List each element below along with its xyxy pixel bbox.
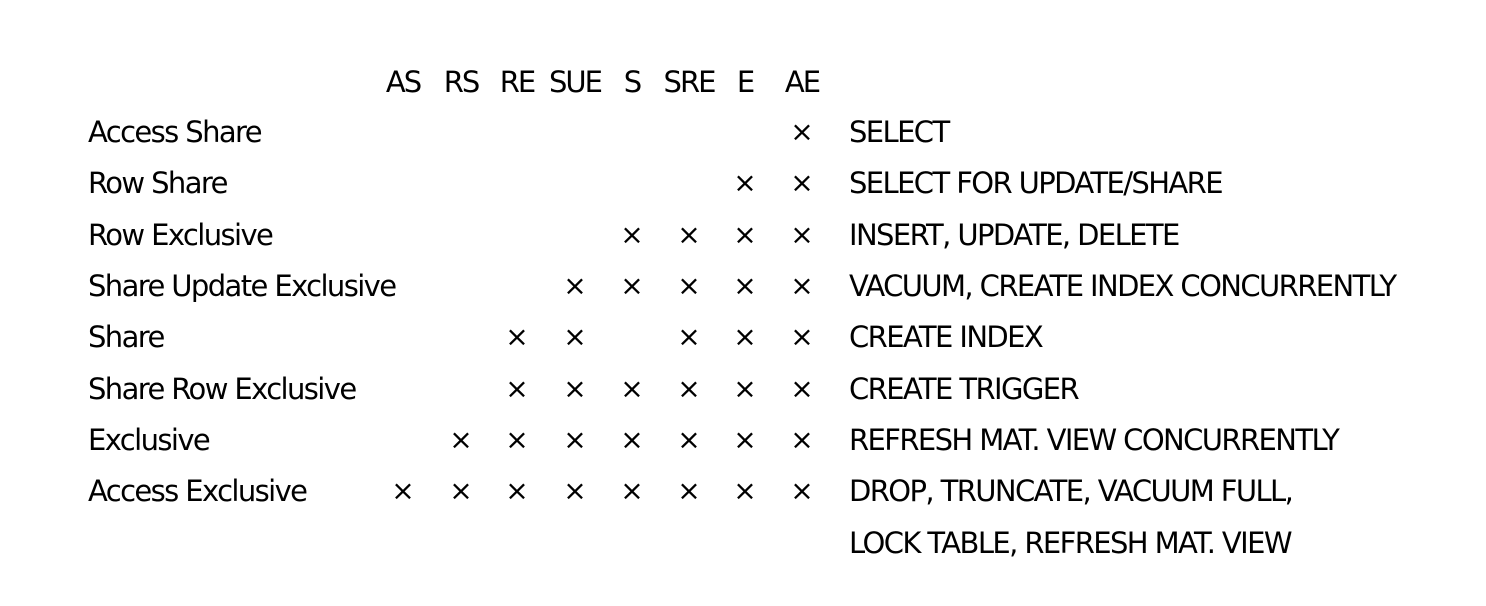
lock-mode-commands: INSERT, UPDATE, DELETE <box>849 217 1180 269</box>
conflict-mark-e: × <box>733 166 757 200</box>
conflict-mark-e: × <box>733 422 757 456</box>
command-line: DROP, TRUNCATE, VACUUM FULL, <box>849 474 1294 509</box>
lock-mode-commands: CREATE INDEX <box>849 319 1044 371</box>
conflict-mark-s: × <box>620 371 644 405</box>
lock-mode-row: Row Share × × SELECT FOR UPDATE/SHARE <box>0 165 1486 216</box>
lock-mode-commands: SELECT FOR UPDATE/SHARE <box>849 165 1224 217</box>
lock-mode-commands: CREATE TRIGGER <box>849 371 1080 423</box>
column-header-sre: SRE <box>663 65 717 99</box>
command-line: CREATE TRIGGER <box>849 371 1080 406</box>
lock-mode-name: Access Exclusive <box>88 474 308 509</box>
command-line: SELECT <box>849 115 950 149</box>
conflict-mark-e: × <box>733 371 757 405</box>
lock-mode-commands: DROP, TRUNCATE, VACUUM FULL, LOCK TABLE, … <box>849 473 1294 576</box>
lock-mode-name: Share Row Exclusive <box>88 371 357 406</box>
conflict-mark-sre: × <box>677 320 701 354</box>
lock-mode-commands: SELECT <box>849 114 950 166</box>
column-header-re: RE <box>499 65 536 99</box>
lock-mode-row: Exclusive × × × × × × × REFRESH MAT. VIEW CONCUR… <box>0 422 1486 473</box>
conflict-mark-ae: × <box>790 320 814 354</box>
conflict-mark-e: × <box>733 474 757 508</box>
conflict-mark-sue: × <box>563 320 587 354</box>
conflict-mark-ae: × <box>790 115 814 148</box>
lock-mode-name: Share Update Exclusive <box>88 268 397 303</box>
conflict-mark-ae: × <box>790 474 814 508</box>
conflict-mark-ae: × <box>790 371 814 405</box>
conflict-mark-re: × <box>505 422 529 456</box>
conflict-mark-ae: × <box>790 166 814 200</box>
conflict-mark-s: × <box>620 422 644 456</box>
lock-mode-name: Row Exclusive <box>88 217 274 252</box>
conflict-mark-ae: × <box>790 268 814 302</box>
column-header-e: E <box>736 65 755 99</box>
conflict-mark-sre: × <box>677 217 701 251</box>
conflict-mark-sue: × <box>563 474 587 508</box>
conflict-mark-e: × <box>733 320 757 354</box>
conflict-mark-s: × <box>620 268 644 302</box>
command-line: LOCK TABLE, REFRESH MAT. VIEW <box>849 525 1293 560</box>
conflict-mark-ae: × <box>790 217 814 251</box>
conflict-mark-re: × <box>505 320 529 354</box>
conflict-mark-s: × <box>620 474 644 508</box>
conflict-mark-s: × <box>620 217 644 251</box>
conflict-mark-e: × <box>733 268 757 302</box>
conflict-mark-as: × <box>391 474 415 508</box>
command-line: REFRESH MAT. VIEW CONCURRENTLY <box>849 422 1340 457</box>
column-header-as: AS <box>385 65 422 99</box>
conflict-mark-sue: × <box>563 422 587 456</box>
lock-mode-row: Share Row Exclusive × × × × × × CREATE TRIGGER <box>0 371 1486 422</box>
lock-mode-row: Access Share × SELECT <box>0 114 1486 165</box>
lock-mode-name: Share <box>88 320 165 355</box>
command-line: VACUUM, CREATE INDEX CONCURRENTLY <box>849 268 1397 303</box>
column-header-rs: RS <box>443 65 481 99</box>
lock-mode-commands: VACUUM, CREATE INDEX CONCURRENTLY <box>849 268 1397 320</box>
command-line: CREATE INDEX <box>849 320 1044 355</box>
lock-mode-row: Share × × × × × CREATE INDEX <box>0 319 1486 370</box>
column-header-s: S <box>623 65 642 99</box>
conflict-mark-sue: × <box>563 371 587 405</box>
command-line: SELECT FOR UPDATE/SHARE <box>849 166 1224 201</box>
conflict-mark-sre: × <box>677 268 701 302</box>
lock-mode-row: Access Exclusive × × × × × × × × DROP, TRUNCATE, … <box>0 473 1486 560</box>
conflict-mark-rs: × <box>449 474 473 508</box>
conflict-mark-re: × <box>505 474 529 508</box>
lock-mode-row: Row Exclusive × × × × INSERT, UPDATE, DELETE <box>0 217 1486 268</box>
lock-mode-commands: REFRESH MAT. VIEW CONCURRENTLY <box>849 422 1340 474</box>
conflict-mark-sre: × <box>677 422 701 456</box>
conflict-mark-sue: × <box>563 268 587 302</box>
command-line: INSERT, UPDATE, DELETE <box>849 217 1180 252</box>
conflict-mark-sre: × <box>677 474 701 508</box>
conflict-mark-sre: × <box>677 371 701 405</box>
conflict-mark-ae: × <box>790 422 814 456</box>
column-header-sue: SUE <box>549 65 603 99</box>
column-header-ae: AE <box>784 65 821 99</box>
conflict-mark-rs: × <box>449 422 473 456</box>
lock-mode-name: Access Share <box>88 115 263 149</box>
lock-mode-row: Share Update Exclusive × × × × × VACUUM, CREAT… <box>0 268 1486 319</box>
lock-mode-name: Row Share <box>88 166 228 201</box>
conflict-mark-re: × <box>505 371 529 405</box>
lock-mode-name: Exclusive <box>88 422 211 457</box>
conflict-mark-e: × <box>733 217 757 251</box>
